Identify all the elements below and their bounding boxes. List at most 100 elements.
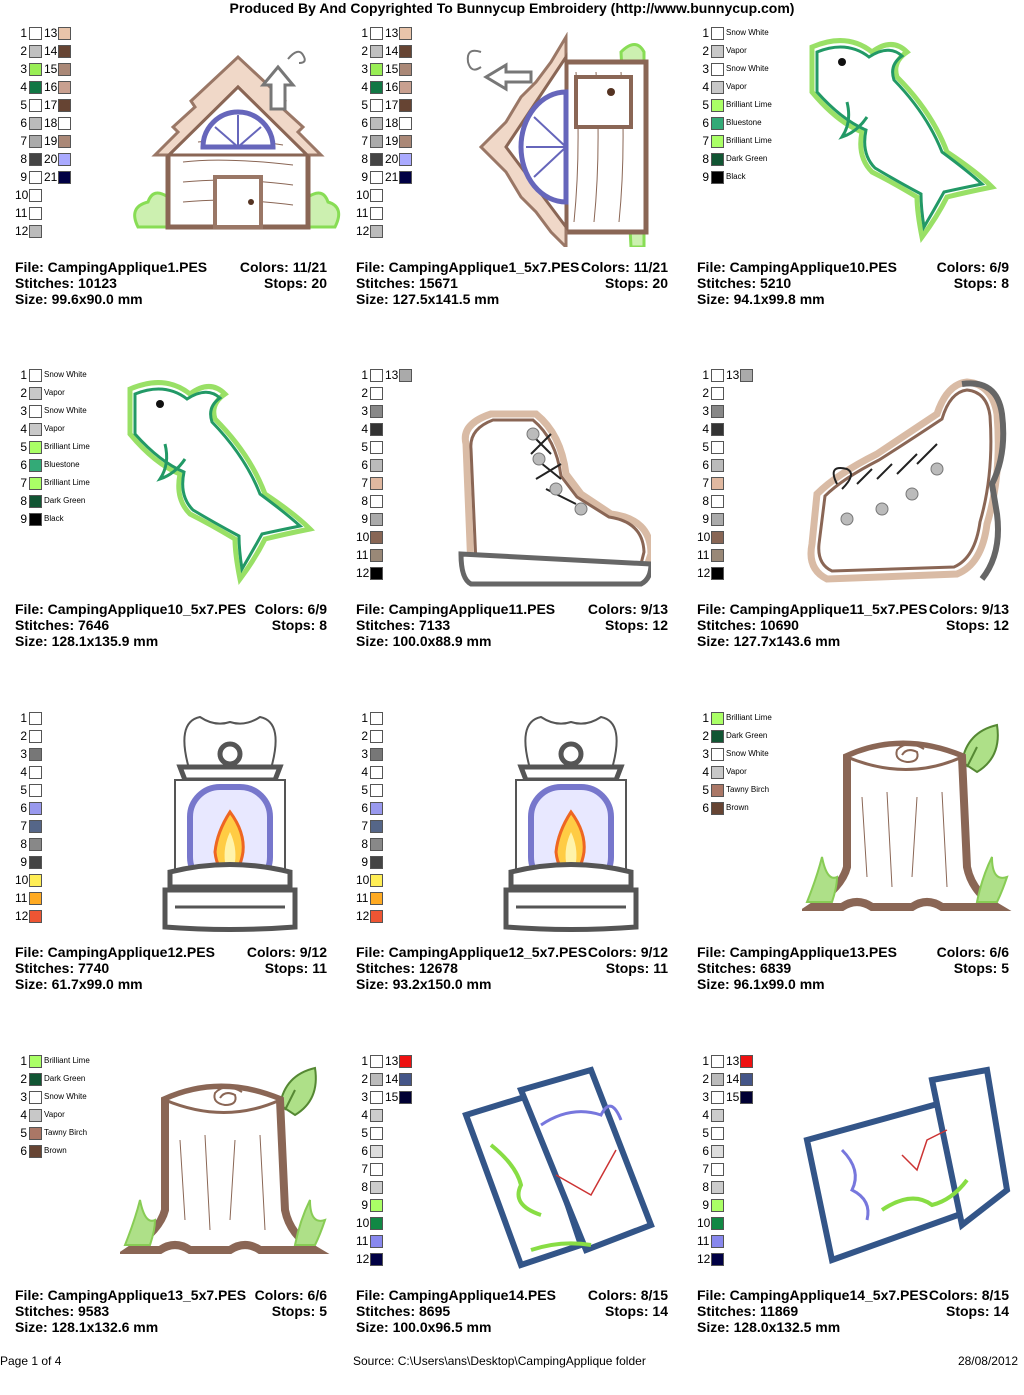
design-size: Size: 128.1x132.6 mm xyxy=(15,1319,159,1335)
color-swatch xyxy=(711,495,724,508)
file-name: File: CampingApplique13_5x7.PES xyxy=(15,1287,247,1303)
color-swatch xyxy=(370,513,383,526)
color-number: 1 xyxy=(361,26,368,40)
stitch-count: Stitches: 7133 xyxy=(356,617,451,633)
lantern-design-image xyxy=(155,712,305,937)
color-name: Brilliant Lime xyxy=(726,100,772,109)
color-swatch xyxy=(711,1145,724,1158)
color-swatch xyxy=(29,225,42,238)
color-swatch xyxy=(711,459,724,472)
color-number: 14 xyxy=(385,44,399,58)
color-swatch xyxy=(711,1055,724,1068)
color-swatch xyxy=(711,1253,724,1266)
color-swatch xyxy=(711,1091,724,1104)
color-swatch xyxy=(711,1127,724,1140)
color-swatch xyxy=(29,477,42,490)
color-number: 5 xyxy=(361,1126,368,1140)
color-swatch xyxy=(711,153,724,166)
color-swatch xyxy=(711,1235,724,1248)
color-number: 7 xyxy=(361,1162,368,1176)
color-name: Snow White xyxy=(726,64,769,73)
color-number: 13 xyxy=(44,26,58,40)
color-swatch xyxy=(29,189,42,202)
color-number: 9 xyxy=(20,855,27,869)
color-swatch xyxy=(29,910,42,923)
color-swatch xyxy=(370,910,383,923)
file-name: File: CampingApplique12.PES xyxy=(15,944,215,960)
color-number: 1 xyxy=(20,711,27,725)
color-number: 4 xyxy=(702,80,709,94)
color-number: 9 xyxy=(361,170,368,184)
color-number: 2 xyxy=(361,729,368,743)
color-swatch xyxy=(29,45,42,58)
color-number: 5 xyxy=(702,1126,709,1140)
color-number: 5 xyxy=(20,1126,27,1140)
color-number: 3 xyxy=(702,62,709,76)
color-number: 2 xyxy=(20,1072,27,1086)
color-number: 6 xyxy=(702,116,709,130)
color-swatch xyxy=(399,99,412,112)
stops-count: Stops: 14 xyxy=(604,1303,668,1319)
color-name: Vapor xyxy=(726,767,747,776)
color-swatch xyxy=(29,748,42,761)
color-swatch xyxy=(58,81,71,94)
color-swatch xyxy=(370,189,383,202)
color-swatch xyxy=(370,1091,383,1104)
color-number: 16 xyxy=(44,80,58,94)
color-number: 8 xyxy=(361,837,368,851)
color-swatch xyxy=(29,766,42,779)
colors-count: Colors: 6/6 xyxy=(936,944,1009,960)
page-title: Produced By And Copyrighted To Bunnycup … xyxy=(229,0,795,16)
color-swatch xyxy=(711,567,724,580)
color-name: Tawny Birch xyxy=(44,1128,88,1137)
stitch-count: Stitches: 12678 xyxy=(356,960,458,976)
color-swatch xyxy=(370,135,383,148)
color-name: Tawny Birch xyxy=(726,785,770,794)
color-name: Vapor xyxy=(726,46,747,55)
color-swatch xyxy=(370,1199,383,1212)
color-number: 4 xyxy=(20,422,27,436)
color-number: 5 xyxy=(361,98,368,112)
color-swatch xyxy=(711,423,724,436)
color-name: Vapor xyxy=(44,388,65,397)
file-name: File: CampingApplique10.PES xyxy=(697,259,897,275)
color-swatch xyxy=(370,1163,383,1176)
color-name: Snow White xyxy=(726,749,769,758)
color-number: 6 xyxy=(702,458,709,472)
color-swatch xyxy=(29,820,42,833)
stops-count: Stops: 12 xyxy=(945,617,1009,633)
color-name: Black xyxy=(44,514,64,523)
color-swatch xyxy=(740,1091,753,1104)
color-swatch xyxy=(29,117,42,130)
color-number: 18 xyxy=(44,116,58,130)
color-number: 2 xyxy=(20,44,27,58)
color-swatch xyxy=(370,784,383,797)
color-swatch xyxy=(711,766,724,779)
stops-count: Stops: 20 xyxy=(604,275,668,291)
color-number: 15 xyxy=(385,62,399,76)
color-number: 8 xyxy=(361,152,368,166)
color-swatch xyxy=(711,1163,724,1176)
stitch-count: Stitches: 7740 xyxy=(15,960,110,976)
color-swatch xyxy=(29,730,42,743)
color-number: 5 xyxy=(361,783,368,797)
colors-count: Colors: 9/13 xyxy=(928,601,1009,617)
print-date: 28/08/2012 xyxy=(957,1354,1018,1368)
color-number: 15 xyxy=(726,1090,740,1104)
color-number: 11 xyxy=(15,206,28,220)
color-swatch xyxy=(399,27,412,40)
color-swatch xyxy=(29,405,42,418)
color-swatch xyxy=(370,820,383,833)
color-number: 14 xyxy=(44,44,58,58)
color-number: 6 xyxy=(702,801,709,815)
color-name: Brilliant Lime xyxy=(726,136,772,145)
color-number: 21 xyxy=(44,170,58,184)
